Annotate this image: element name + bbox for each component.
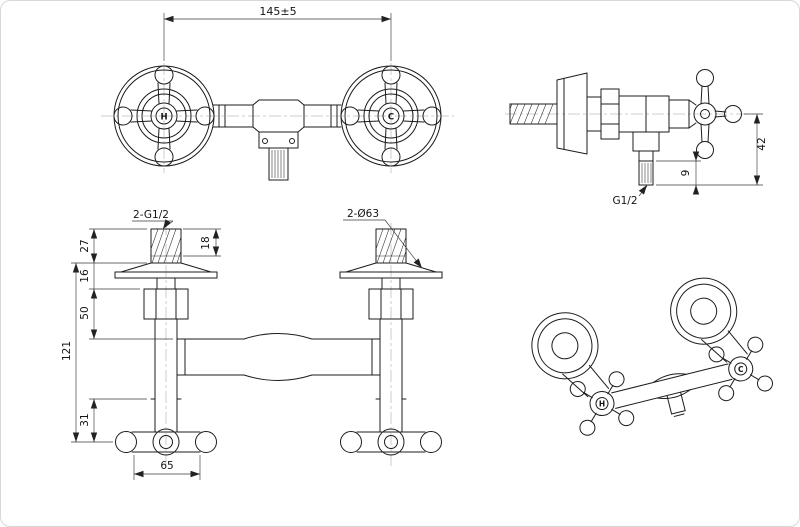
connecting-body-perspective (611, 363, 733, 417)
note-outlet-thread: G1/2 (612, 183, 650, 207)
dim-18: 18 (200, 236, 212, 249)
outlet-front (258, 131, 299, 181)
dim-42: 42 (756, 137, 768, 150)
handle-side (693, 69, 742, 159)
right-handle-perspective: C (708, 336, 773, 402)
right-inlet-plan (339, 228, 443, 433)
side-view: 42 9 G1/2 (505, 69, 768, 207)
note-inlet-thread: 2-G1/2 (132, 209, 174, 231)
mixer-body-front (212, 99, 342, 133)
perspective-view: H C (531, 277, 773, 436)
dim-121: 121 (61, 341, 73, 361)
right-handle-plan (340, 428, 442, 456)
wall-thread-side (509, 103, 558, 125)
note-flange-diameter: 2-Ø63 (343, 208, 425, 270)
outlet-side (632, 131, 660, 186)
dim-outlet-stub: 9 (656, 151, 701, 195)
valve-body-side (586, 88, 697, 140)
dim-9: 9 (680, 170, 692, 177)
left-handle-front: H (113, 65, 215, 167)
hot-mark-front: H (160, 113, 167, 123)
left-flange-perspective (531, 312, 599, 380)
left-handle-perspective: H (569, 371, 635, 436)
cold-mark-perspective: C (738, 365, 744, 374)
dim-50: 50 (79, 306, 91, 319)
left-handle-plan (115, 428, 217, 456)
dim-65: 65 (160, 460, 173, 472)
right-handle-front: C (340, 65, 442, 167)
front-view: H C (101, 5, 454, 181)
dim-145: 145±5 (259, 5, 296, 18)
thread-note-side: G1/2 (612, 195, 637, 207)
flange-dia-note: 2-Ø63 (347, 208, 379, 220)
plan-view: 2-G1/2 2-Ø63 27 16 50 (61, 208, 443, 480)
connecting-body-plan (176, 333, 381, 381)
dim-31: 31 (79, 413, 91, 426)
dim-center-distance: 145±5 (163, 5, 392, 61)
plan-dimensions: 27 16 50 121 31 18 65 (61, 228, 221, 480)
flange-side (556, 72, 588, 155)
dim-outlet-drop: 42 (656, 113, 768, 186)
dim-16: 16 (79, 269, 91, 283)
cold-mark-front: C (388, 113, 394, 123)
dim-27: 27 (79, 239, 91, 252)
hot-mark-perspective: H (599, 400, 605, 409)
inlet-thread-note: 2-G1/2 (133, 209, 169, 221)
right-flange-perspective (670, 277, 738, 345)
